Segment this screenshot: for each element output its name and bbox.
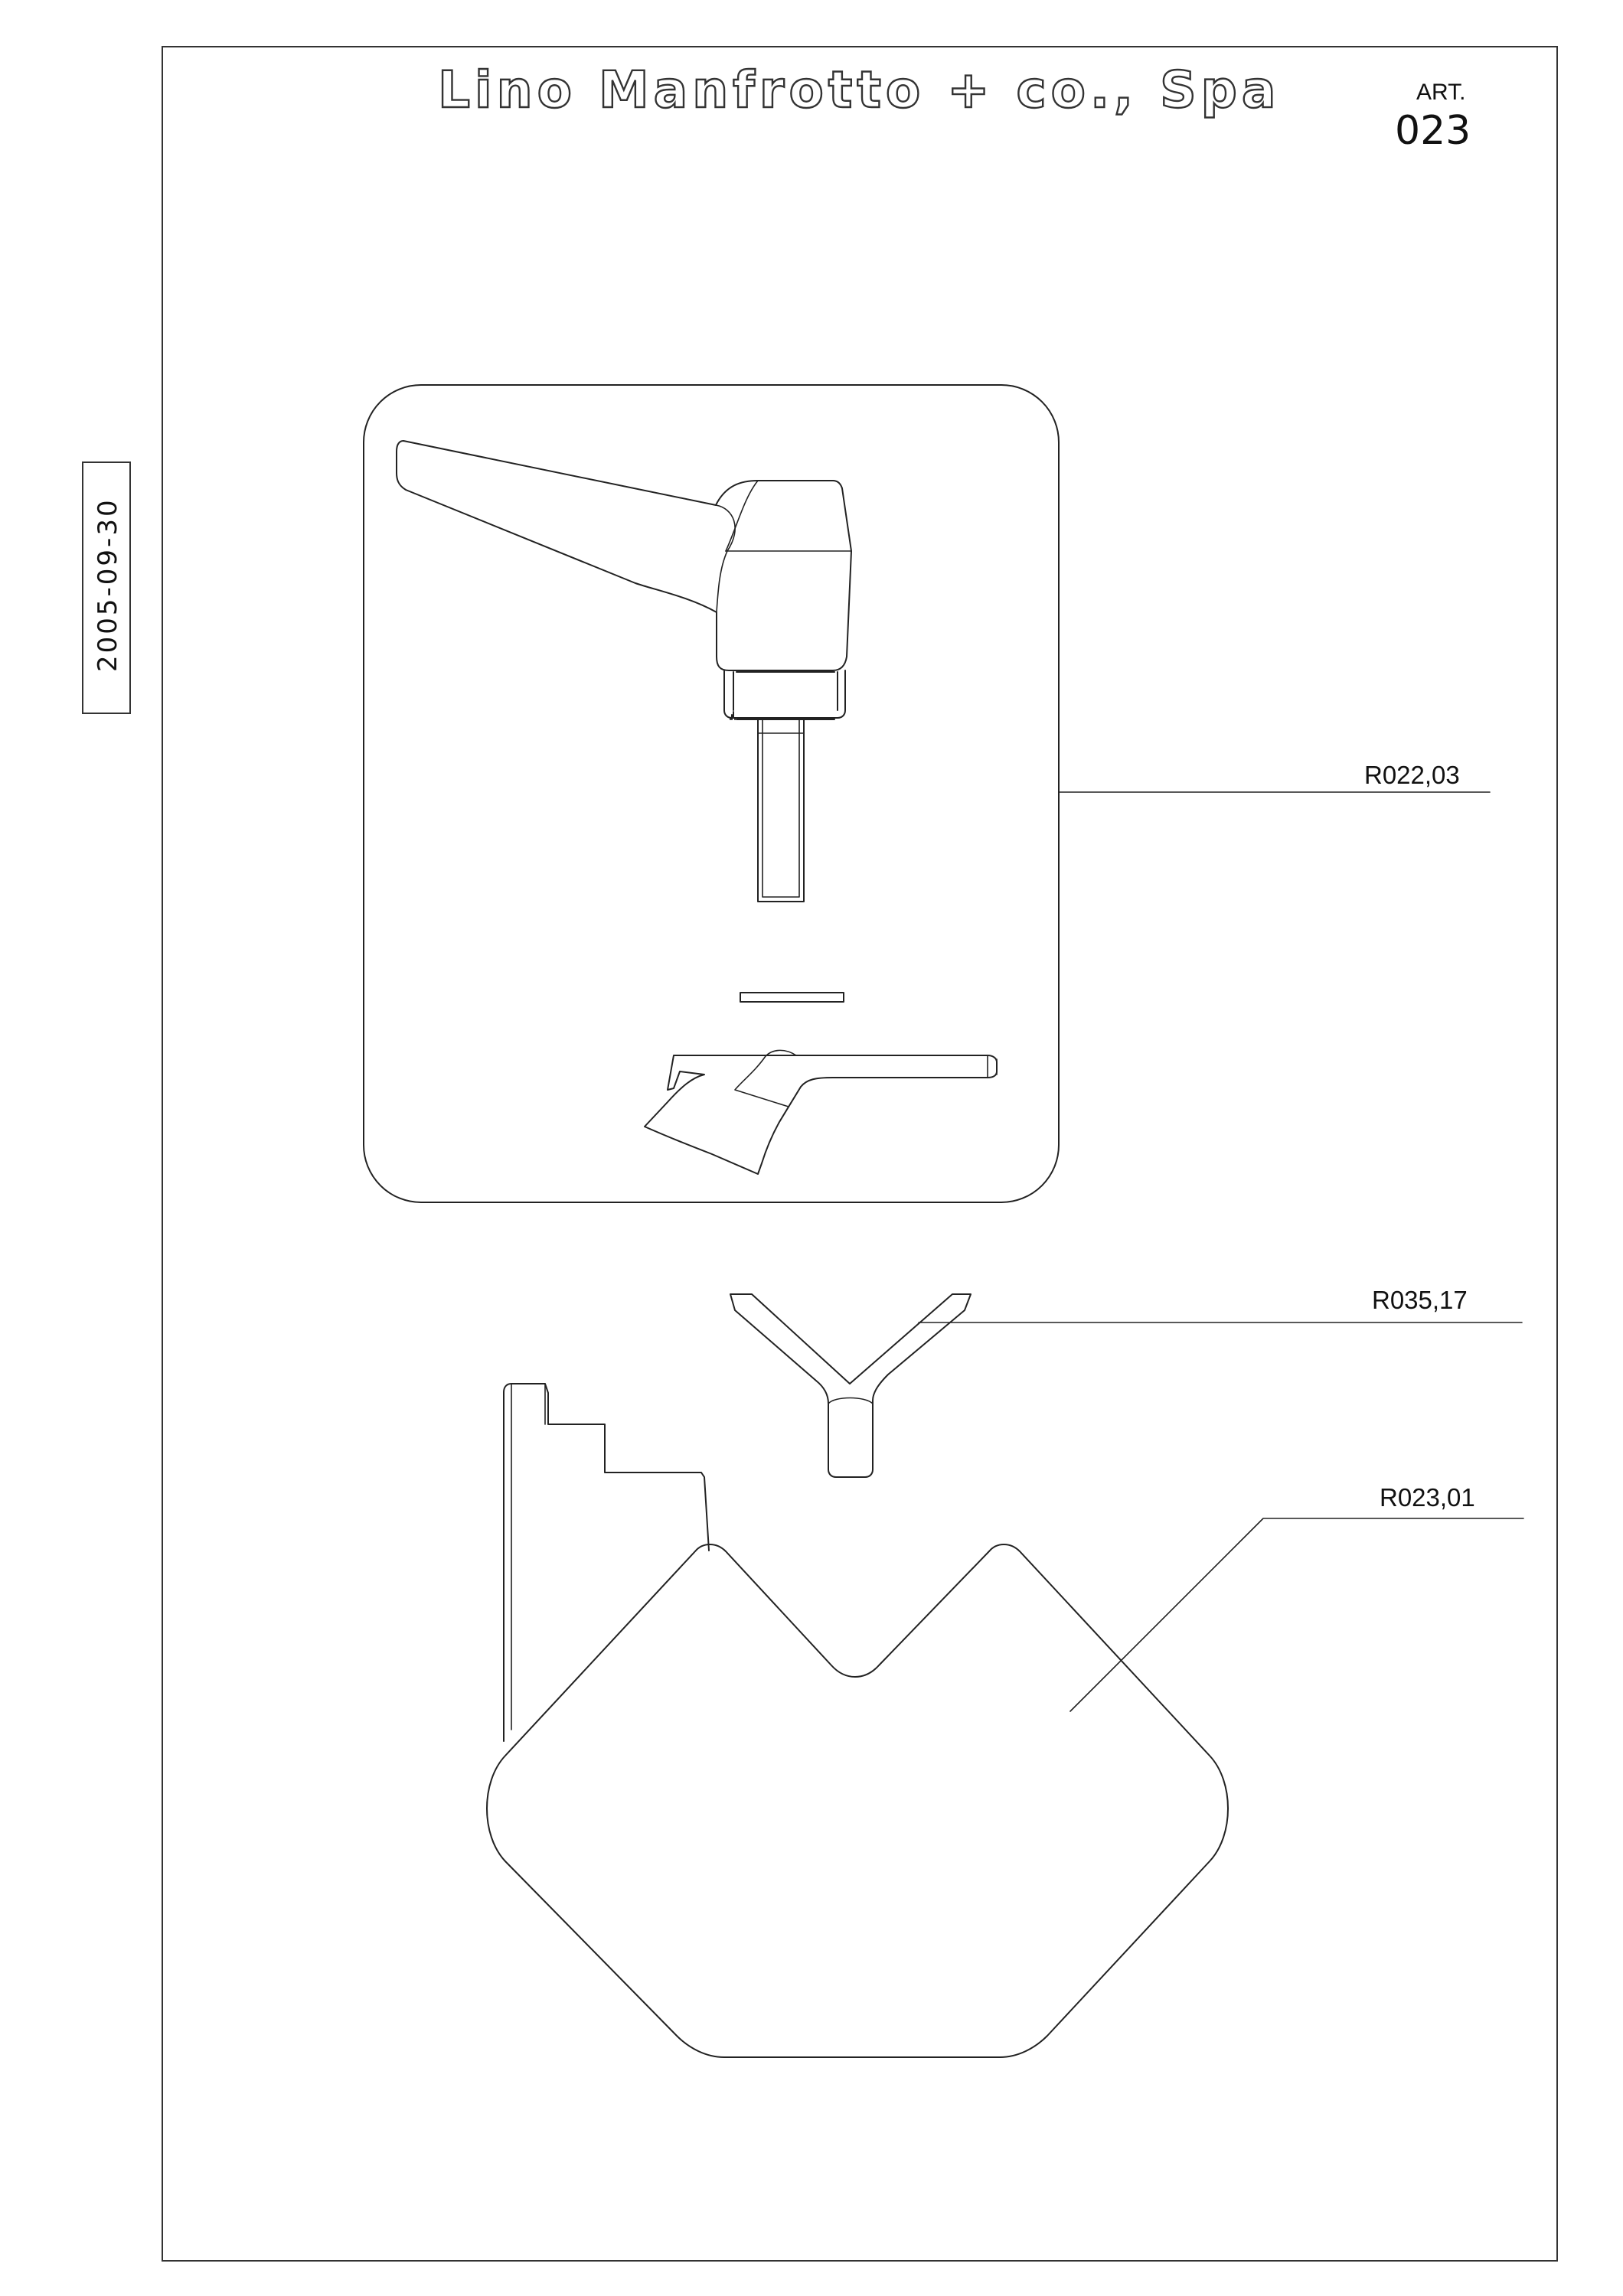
- callout-r023: R023,01: [1069, 1483, 1524, 1712]
- part-lever-handle: [363, 384, 1060, 1203]
- art-label: ART.: [1416, 80, 1465, 105]
- lever-arm: [396, 440, 852, 671]
- date-stamp-text: 2005-09-30: [93, 497, 123, 672]
- date-stamp: 2005-09-30: [82, 461, 131, 714]
- part-code-r023: R023,01: [1380, 1483, 1475, 1512]
- lever-bushing: [731, 711, 736, 720]
- threaded-shaft: [757, 719, 805, 902]
- part-v-support: [730, 1293, 972, 1478]
- spare-lever-arm: [644, 1055, 998, 1175]
- part-base-block: [486, 1383, 1229, 2058]
- base-stepped-upright: [503, 1383, 710, 1742]
- part-code-r035: R035,17: [1372, 1286, 1468, 1314]
- base-block-body: [486, 1544, 1229, 2058]
- company-name: Lino Manfrotto + co., Spa: [438, 60, 1280, 119]
- handle-kit-panel: [363, 384, 1060, 1203]
- callout-r022: R022,03: [1059, 761, 1491, 793]
- part-code-r022: R022,03: [1364, 761, 1460, 789]
- callout-r035: R035,17: [918, 1286, 1523, 1323]
- lever-hub: [723, 670, 846, 719]
- drawing-frame: [162, 46, 1558, 2262]
- art-number: 023: [1395, 108, 1471, 154]
- washer: [740, 992, 844, 1003]
